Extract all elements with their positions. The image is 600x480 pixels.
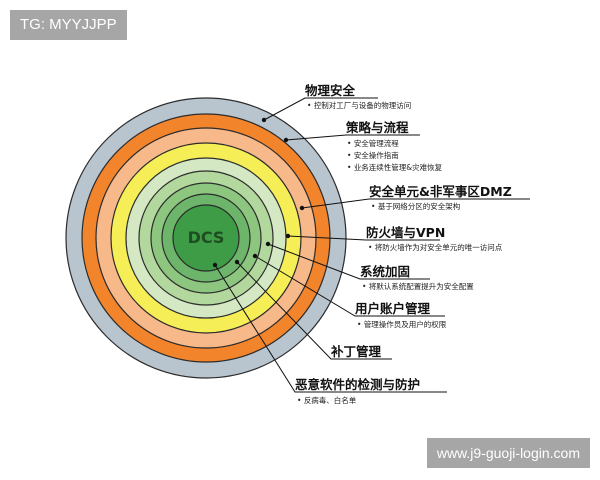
layer-malware-detection: 恶意软件的检测与防护 • 反病毒、白名单 (295, 377, 420, 405)
ring-center (172, 204, 240, 272)
layer-title: 物理安全 (305, 83, 356, 98)
leader-dot-1 (283, 137, 289, 143)
layer-title: 用户账户管理 (354, 301, 431, 316)
layer-bullet: • 反病毒、白名单 (297, 395, 357, 405)
leader-line-3 (287, 235, 440, 241)
layer-bullet: • 将默认系统配置提升为安全配置 (362, 281, 474, 291)
center-label: DCS (188, 228, 225, 247)
layer-bullet: • 基于网络分区的安全架构 (371, 201, 461, 211)
leader-dot-2 (299, 205, 305, 211)
leader-dot-4 (265, 241, 271, 247)
leader-dot-0 (261, 117, 267, 123)
layer-security-cell-dmz: 安全单元&非军事区DMZ • 基于网络分区的安全架构 (369, 184, 512, 211)
layer-bullet: • 业务连续性管理&灾难恢复 (347, 162, 443, 172)
watermark-bottom: www.j9-guoji-login.com (426, 438, 590, 468)
layer-title: 补丁管理 (330, 344, 382, 359)
layer-bullet: • 控制对工厂与设备的物理访问 (307, 100, 411, 110)
layer-title: 恶意软件的检测与防护 (295, 377, 420, 392)
layer-user-account-management: 用户账户管理 • 管理操作员及用户的权限 (354, 301, 447, 329)
leader-line-2 (301, 198, 530, 209)
layer-physical-security: 物理安全 • 控制对工厂与设备的物理访问 (305, 83, 411, 110)
watermark-top: TG: MYYJJPP (10, 10, 127, 40)
layer-title: 安全单元&非军事区DMZ (369, 184, 512, 199)
layer-bullet: • 安全管理流程 (347, 138, 399, 148)
layer-title: 系统加固 (360, 264, 410, 279)
layer-firewall-vpn: 防火墙与VPN • 将防火墙作为对安全单元的唯一访问点 (366, 225, 503, 252)
leader-dot-7 (212, 262, 218, 268)
layer-title: 策略与流程 (346, 120, 409, 135)
leader-dot-5 (252, 253, 258, 259)
layer-patch-management: 补丁管理 (330, 344, 382, 359)
leader-line-6 (236, 261, 392, 360)
layer-policy-procedures: 策略与流程 • 安全管理流程 • 安全操作指南 • 业务连续性管理&灾难恢复 (346, 120, 443, 172)
layer-bullet: • 管理操作员及用户的权限 (357, 319, 447, 329)
leader-line-5 (254, 255, 445, 317)
leader-lines (212, 97, 530, 393)
leader-line-0 (263, 97, 378, 121)
layer-bullet: • 安全操作指南 (347, 150, 399, 160)
leader-line-7 (214, 264, 447, 393)
leader-dot-6 (234, 259, 240, 265)
leader-line-4 (267, 243, 430, 280)
concentric-rings (65, 97, 347, 379)
leader-line-1 (285, 134, 420, 141)
leader-dot-3 (285, 233, 291, 239)
layer-system-hardening: 系统加固 • 将默认系统配置提升为安全配置 (360, 264, 474, 291)
layer-title: 防火墙与VPN (366, 225, 445, 240)
layer-bullet: • 将防火墙作为对安全单元的唯一访问点 (368, 242, 503, 252)
